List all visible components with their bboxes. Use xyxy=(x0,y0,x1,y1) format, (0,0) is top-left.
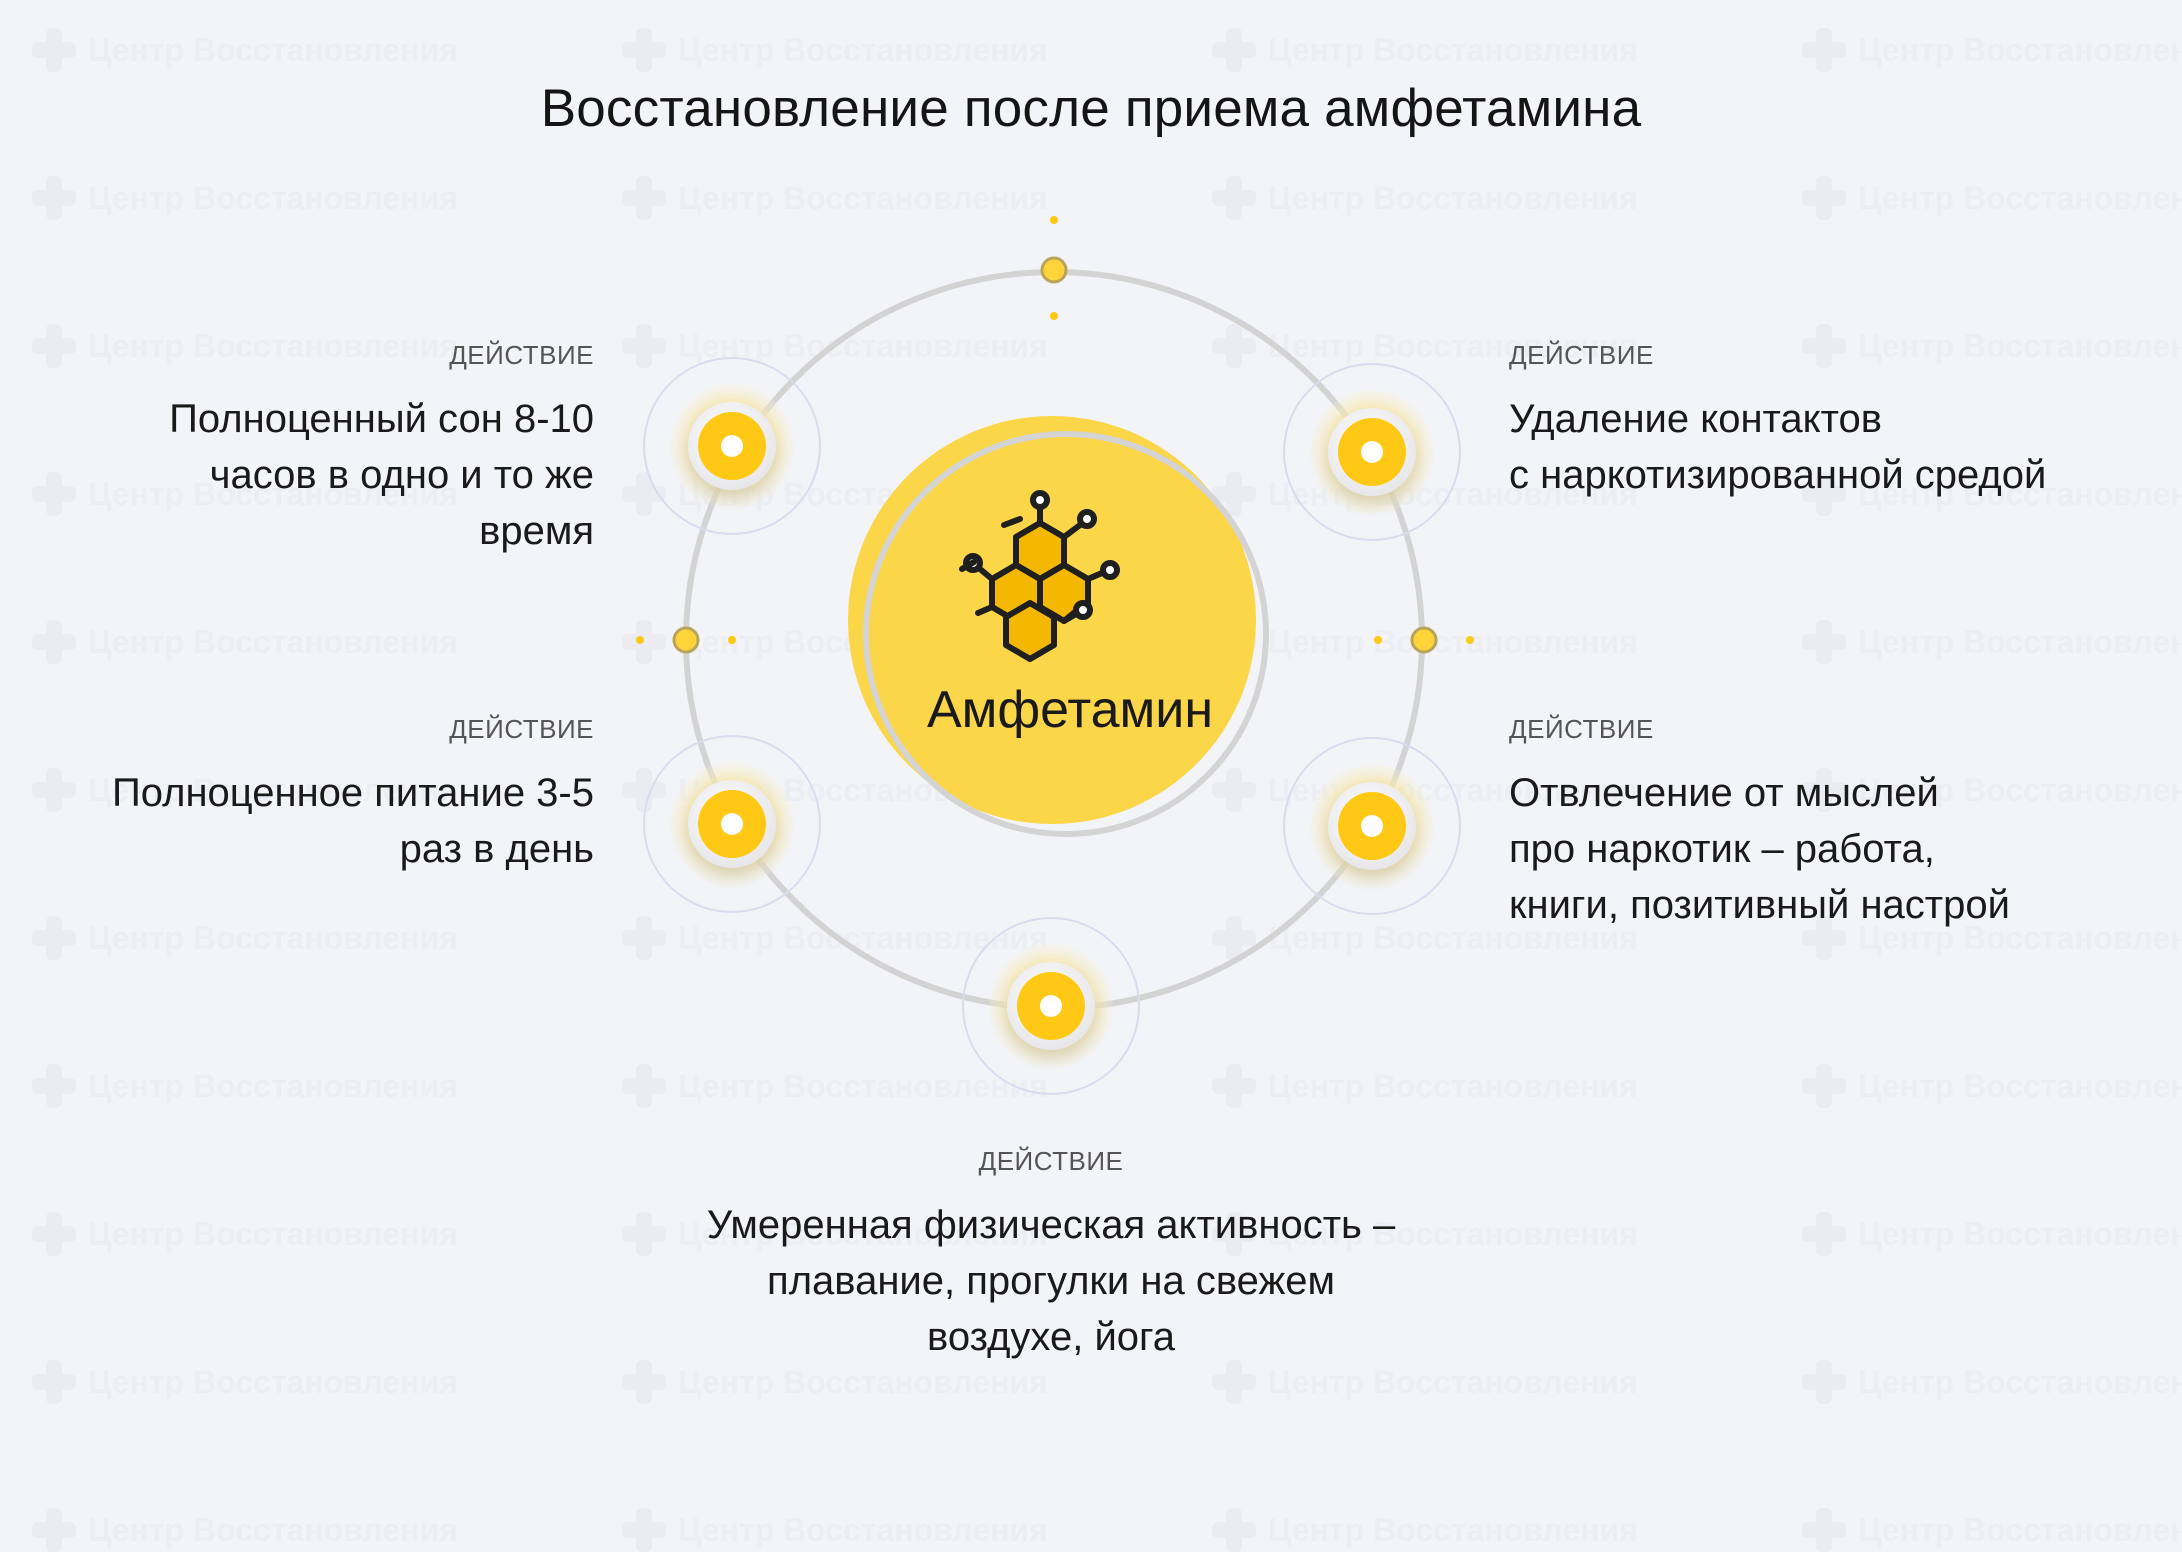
action-text: Полноценное питание 3-5 раз в день xyxy=(34,765,594,877)
action-text: Умеренная физическая активность – плаван… xyxy=(651,1197,1451,1365)
action-node-5 xyxy=(962,917,1140,1095)
watermark-cross-icon xyxy=(32,1508,76,1552)
action-text-line: Полноценный сон 8-10 xyxy=(169,397,594,441)
watermark-cross-icon xyxy=(1802,1508,1846,1552)
action-block-1: ДЕЙСТВИЕ Полноценный сон 8-10 часов в од… xyxy=(34,340,594,559)
action-node-4 xyxy=(1283,737,1461,915)
action-text-line: про наркотик – работа, xyxy=(1509,827,1935,871)
watermark-cross-icon xyxy=(1212,1508,1256,1552)
action-caption: ДЕЙСТВИЕ xyxy=(1509,340,1654,370)
action-text-line: воздухе, йога xyxy=(927,1315,1175,1359)
watermark-text: Центр Восстановления xyxy=(1858,1511,2182,1548)
action-text: Удаление контактов с наркотизированной с… xyxy=(1509,391,2149,503)
molecule-icon xyxy=(959,490,1120,662)
watermark-text: Центр Восстановления xyxy=(88,1511,458,1548)
action-block-4: ДЕЙСТВИЕ Отвлечение от мыслей про наркот… xyxy=(1509,714,2149,933)
watermark-item: Центр Восстановления xyxy=(1212,1508,1638,1552)
action-text-line: Удаление контактов xyxy=(1509,397,1882,441)
action-node-3 xyxy=(643,735,821,913)
action-text-line: время xyxy=(479,509,594,553)
center-disc-ring xyxy=(863,431,1269,837)
watermark-text: Центр Восстановления xyxy=(1268,1511,1638,1548)
action-block-5: ДЕЙСТВИЕ Умеренная физическая активность… xyxy=(651,1146,1451,1365)
action-caption: ДЕЙСТВИЕ xyxy=(449,714,594,744)
center-label: Амфетамин xyxy=(926,681,1214,739)
action-text: Полноценный сон 8-10 часов в одно и то ж… xyxy=(34,391,594,559)
action-text-line: плавание, прогулки на свежем xyxy=(767,1259,1335,1303)
watermark-text: Центр Восстановления xyxy=(678,1511,1048,1548)
action-text-line: Полноценное питание 3-5 xyxy=(111,771,594,815)
action-text-line: часов в одно и то же xyxy=(209,453,594,497)
action-node-1 xyxy=(643,357,821,535)
watermark-item: Центр Восстановления xyxy=(1802,1508,2182,1552)
watermark-item: Центр Восстановления xyxy=(32,1508,458,1552)
action-text-line: Отвлечение от мыслей xyxy=(1509,771,1939,815)
diagram-graphics xyxy=(636,216,1474,1095)
action-text-line: раз в день xyxy=(399,827,594,871)
action-caption: ДЕЙСТВИЕ xyxy=(978,1146,1124,1176)
action-caption: ДЕЙСТВИЕ xyxy=(449,340,594,370)
watermark-item: Центр Восстановления xyxy=(622,1508,1048,1552)
action-caption: ДЕЙСТВИЕ xyxy=(1509,714,1654,744)
watermark-cross-icon xyxy=(622,1508,666,1552)
action-text-line: с наркотизированной средой xyxy=(1509,453,2047,497)
action-block-2: ДЕЙСТВИЕ Удаление контактов с наркотизир… xyxy=(1509,340,2149,503)
orbit-marker-right xyxy=(1374,626,1474,654)
action-node-2 xyxy=(1283,363,1461,541)
action-text-line: Умеренная физическая активность – xyxy=(706,1203,1396,1247)
action-block-3: ДЕЙСТВИЕ Полноценное питание 3-5 раз в д… xyxy=(34,714,594,877)
orbit-marker-left xyxy=(636,626,736,654)
action-text-line: книги, позитивный настрой xyxy=(1509,883,2010,927)
page-title: Восстановление после приема амфетамина xyxy=(540,79,1642,138)
action-text: Отвлечение от мыслей про наркотик – рабо… xyxy=(1509,765,2149,933)
orbit-marker-top xyxy=(1040,216,1068,320)
